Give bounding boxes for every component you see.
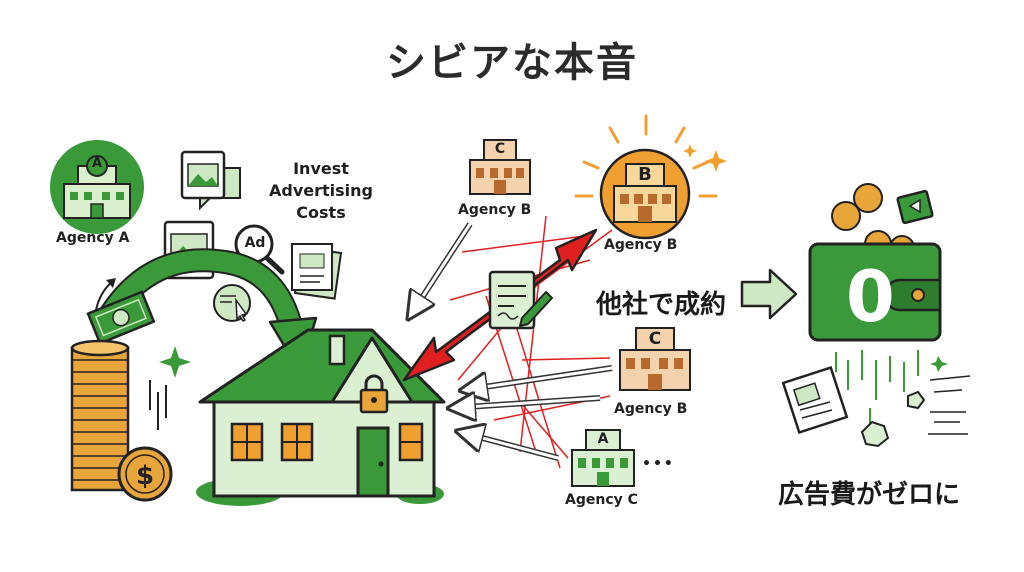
more-agencies-ellipsis: ••• bbox=[642, 456, 675, 472]
ad-badge: Ad bbox=[244, 235, 266, 251]
wallet-icon bbox=[808, 183, 942, 342]
agency-b-highlight-badge: B bbox=[638, 164, 652, 185]
agency-a-label: Agency A bbox=[56, 230, 130, 246]
agency-b-right-badge: C bbox=[648, 329, 662, 349]
agency-b-highlight-icon bbox=[574, 114, 727, 240]
right-arrow-icon bbox=[740, 268, 798, 320]
dollar-bill-icon bbox=[86, 290, 156, 345]
contract-document-icon bbox=[488, 270, 553, 330]
coin-stack-icon: $ bbox=[70, 339, 173, 502]
sparkle-icon bbox=[159, 346, 191, 378]
page-title: シビアな本音 bbox=[386, 40, 638, 86]
svg-text:$: $ bbox=[136, 461, 154, 491]
agency-b-right-icon bbox=[619, 327, 691, 391]
agency-b-small-icon bbox=[469, 139, 531, 195]
white-arrows bbox=[410, 222, 613, 461]
house-icon bbox=[196, 328, 446, 506]
magnifier-icon bbox=[234, 224, 285, 275]
click-cursor-icon bbox=[213, 284, 251, 322]
agency-b-right-label: Agency B bbox=[614, 401, 688, 417]
agency-c-label: Agency C bbox=[565, 492, 638, 508]
agency-c-badge: A bbox=[597, 431, 609, 447]
invest-line-3: Costs bbox=[296, 203, 346, 222]
invest-advertising-costs-text: Invest Advertising Costs bbox=[256, 158, 386, 224]
contract-elsewhere-text: 他社で成約 bbox=[596, 290, 727, 320]
falling-debris bbox=[781, 350, 971, 448]
zero-digit: 0 bbox=[846, 256, 895, 338]
motion-lines bbox=[149, 380, 167, 430]
invest-line-1: Invest bbox=[293, 159, 349, 178]
agency-c-icon bbox=[571, 429, 635, 487]
agency-a-badge: A bbox=[91, 156, 103, 171]
agency-b-highlight-label: Agency B bbox=[604, 237, 678, 253]
invest-line-2: Advertising bbox=[269, 181, 373, 200]
agency-b-small-label: Agency B bbox=[458, 202, 532, 218]
agency-a-icon bbox=[50, 140, 144, 234]
ad-cost-zero-text: 広告費がゼロに bbox=[778, 480, 961, 510]
agency-b-small-badge: C bbox=[494, 141, 506, 157]
